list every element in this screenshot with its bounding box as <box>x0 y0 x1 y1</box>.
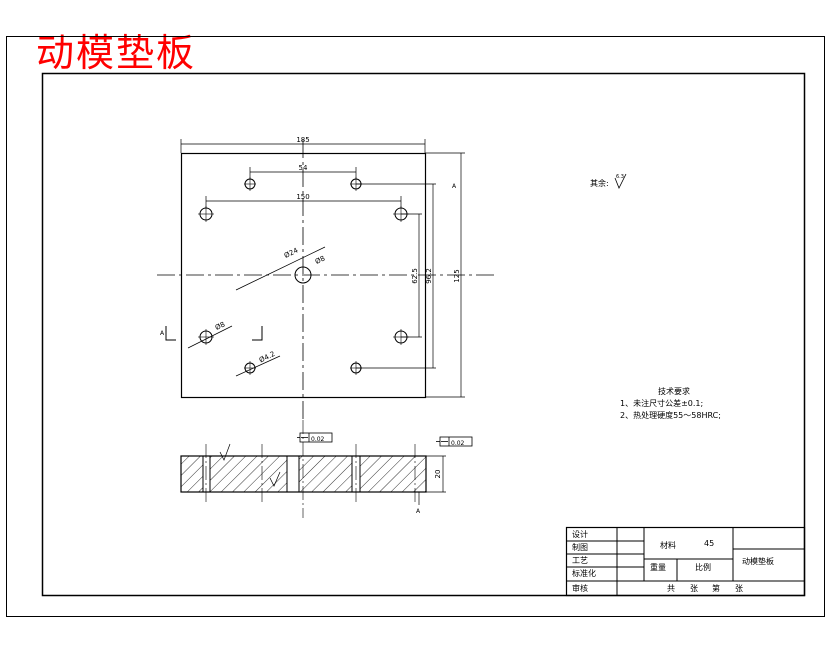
drawing-title: 动模垫板 <box>36 31 197 75</box>
section-view <box>180 420 473 518</box>
section-mark-right <box>252 326 263 341</box>
technical-requirements: 技术要求 1、未注尺寸公差±0.1; 2、热处理硬度55～58HRC; <box>620 386 721 420</box>
dim-height-inner: 62.5 <box>411 268 419 284</box>
dim-height-mid: 96.2 <box>425 268 433 284</box>
roughness-symbol-section-left <box>219 443 231 461</box>
section-hatch-1 <box>180 455 204 493</box>
role-drafting: 制图 <box>572 542 588 552</box>
plate-outline <box>180 152 427 399</box>
plan-dimension-text: 185 54 150 62.5 96.2 125 Ø24 Ø8 Ø8 Ø4.2 … <box>160 136 461 364</box>
leader-left <box>187 325 233 349</box>
flatness-tolerance-left <box>297 432 333 443</box>
dim-height-overall: 125 <box>453 269 461 282</box>
surface-note-value: 6.3 <box>616 174 624 180</box>
section-hatch-2 <box>209 455 288 493</box>
dim-left-hole: Ø8 <box>214 320 226 332</box>
sheet-unit-1: 张 <box>690 584 698 593</box>
roughness-symbol <box>614 173 627 189</box>
material-label: 材料 <box>660 540 676 550</box>
leader-bottom <box>235 355 281 377</box>
tech-heading: 技术要求 <box>658 386 690 396</box>
roughness-symbol-section-mid <box>269 471 281 487</box>
surface-note-label: 其余: <box>590 178 609 188</box>
section-mark-right-label: A <box>452 183 457 190</box>
sheet-total-label: 共 <box>667 584 675 593</box>
title-block-text: 设计 制图 工艺 标准化 审核 材料 45 重量 比例 动模垫板 共 张 第 张 <box>572 529 774 593</box>
title-block <box>565 526 806 597</box>
section-hatch-3 <box>298 455 353 493</box>
scale-label: 比例 <box>695 562 711 572</box>
flatness-value-left: 0.02 <box>311 436 325 443</box>
dim-width-top: 185 <box>296 136 309 144</box>
dim-hole-span-small: 54 <box>299 164 308 172</box>
section-outline <box>180 455 427 493</box>
tech-line-2: 2、热处理硬度55～58HRC; <box>620 410 721 420</box>
datum-label-right: A <box>416 508 421 515</box>
section-mark-left <box>165 326 176 341</box>
leader-center <box>235 246 326 291</box>
section-text: 20 0.02 0.02 A <box>311 436 465 515</box>
sheet-number-label: 第 <box>712 583 720 593</box>
part-name: 动模垫板 <box>742 556 774 566</box>
section-hatch-4 <box>359 455 427 493</box>
role-review: 审核 <box>572 583 588 593</box>
plan-view <box>157 139 495 420</box>
dim-bottom-hole: Ø4.2 <box>258 350 276 364</box>
dim-center-outer: Ø24 <box>283 246 300 260</box>
material-value: 45 <box>704 539 714 548</box>
flatness-value-right: 0.02 <box>451 440 465 447</box>
role-process: 工艺 <box>572 556 588 565</box>
center-hole <box>294 266 312 284</box>
weight-label: 重量 <box>650 562 666 572</box>
outer-border <box>6 36 825 617</box>
surface-finish-note: 其余: 6.3 <box>590 173 627 189</box>
section-mark-left-label: A <box>160 330 165 337</box>
tech-line-1: 1、未注尺寸公差±0.1; <box>620 398 703 408</box>
role-standardization: 标准化 <box>572 568 596 578</box>
dim-center-inner: Ø8 <box>314 254 326 266</box>
dim-thickness: 20 <box>434 470 442 479</box>
dim-hole-span-large: 150 <box>296 193 309 201</box>
inner-border <box>41 72 806 597</box>
sheet-unit-2: 张 <box>735 584 743 593</box>
role-design: 设计 <box>572 529 588 539</box>
flatness-tolerance-right <box>436 436 473 447</box>
